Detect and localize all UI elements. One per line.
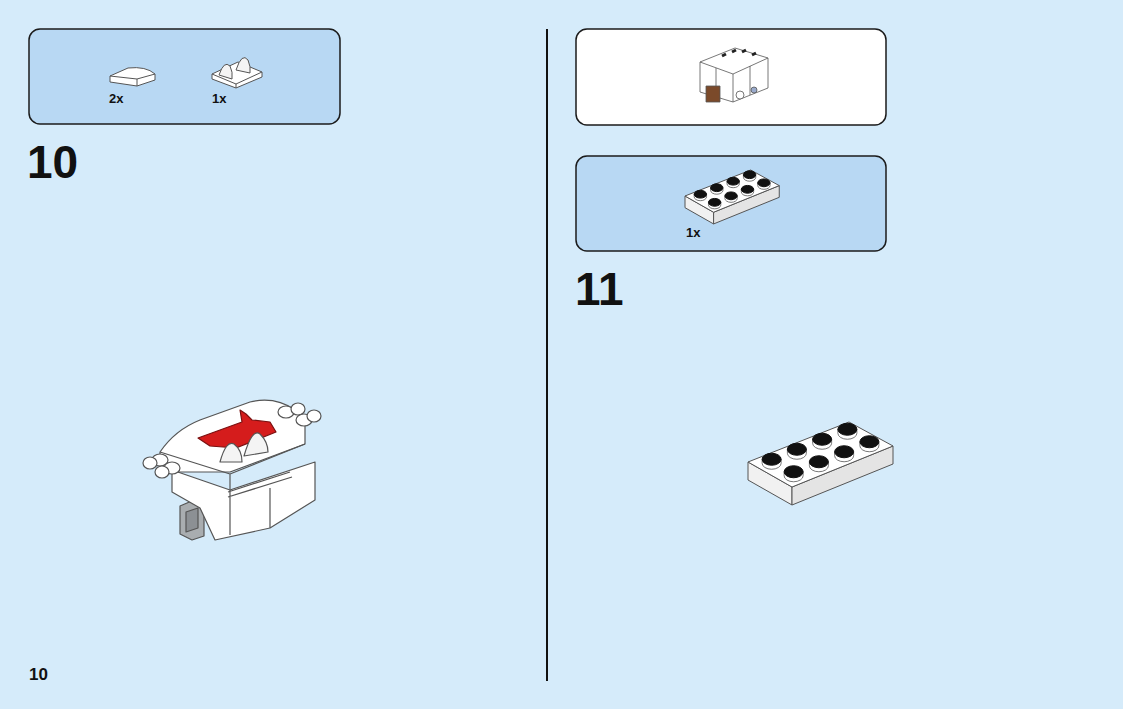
parts-panel (576, 156, 886, 251)
step-number: 10 (27, 139, 78, 185)
part-quantity: 1x (686, 226, 700, 239)
step-number: 11 (575, 266, 624, 312)
part-quantity: 2x (109, 92, 123, 105)
curved-slope-part (110, 68, 155, 86)
tooth-plate-part (212, 58, 262, 88)
parts-list-box: 1x (576, 156, 886, 251)
step-10-model (143, 400, 321, 540)
plate-2x4 (748, 422, 893, 505)
submodel-thumbnail (700, 48, 768, 102)
plate-2x4 (685, 170, 779, 224)
divider-line (546, 29, 548, 681)
submodel-panel (576, 29, 886, 125)
parts-list-box: 2x 1x (29, 29, 340, 124)
parts-panel (29, 29, 340, 124)
page-number: 10 (29, 666, 48, 683)
part-quantity: 1x (212, 92, 226, 105)
